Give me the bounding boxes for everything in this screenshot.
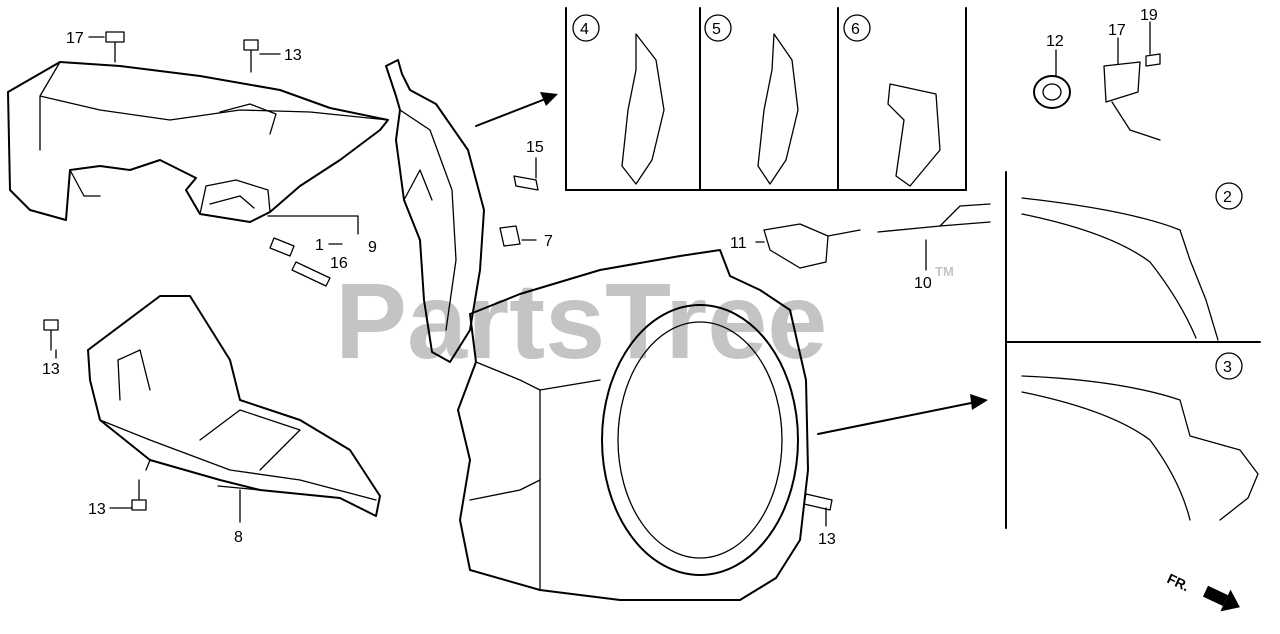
callout-1: 1 [315,237,324,254]
variant-6-label: 6 [851,21,860,38]
callout-19: 19 [1140,7,1158,24]
callout-13: 13 [42,361,60,378]
leader-lines [55,21,1151,527]
variant-panel-top [565,7,967,191]
middle-shroud [385,59,485,363]
variant-3-label: 3 [1223,359,1232,376]
callout-10: 10 [914,275,932,292]
fan-cover [457,249,809,601]
arrow-head-icon [540,92,558,106]
variant-4-label: 4 [580,21,589,38]
callout-12: 12 [1046,33,1064,50]
watermark-text: PartsTree [335,260,827,381]
front-direction-arrow-icon [1202,585,1240,612]
callouts: 17 13 1 9 16 15 7 13 13 8 13 11 10 12 17… [42,7,1158,548]
callout-13: 13 [818,531,836,548]
variant-5-label: 5 [712,21,721,38]
callout-8: 8 [234,529,243,546]
callout-15: 16 [330,255,348,272]
callout-13: 13 [88,501,106,518]
front-direction: FR. [1165,570,1240,612]
front-direction-label: FR. [1165,570,1192,594]
callout-16: 17 [66,30,84,47]
lower-air-guide [87,295,381,517]
callout-9: 9 [368,239,377,256]
callout-14: 15 [526,139,544,156]
variant-panel-right [1005,171,1261,529]
upper-air-guide [7,61,389,223]
watermark-trademark: TM [935,264,954,279]
variant-labels: 4 5 6 2 3 [572,14,1243,380]
variant-2-label: 2 [1223,189,1232,206]
arrow-head-icon [970,394,988,410]
callout-7: 7 [544,233,553,250]
callout-11: 11 [730,235,747,252]
callout-17: 17 [1108,22,1126,39]
hardware [43,31,1161,511]
callout-13: 13 [284,47,302,64]
